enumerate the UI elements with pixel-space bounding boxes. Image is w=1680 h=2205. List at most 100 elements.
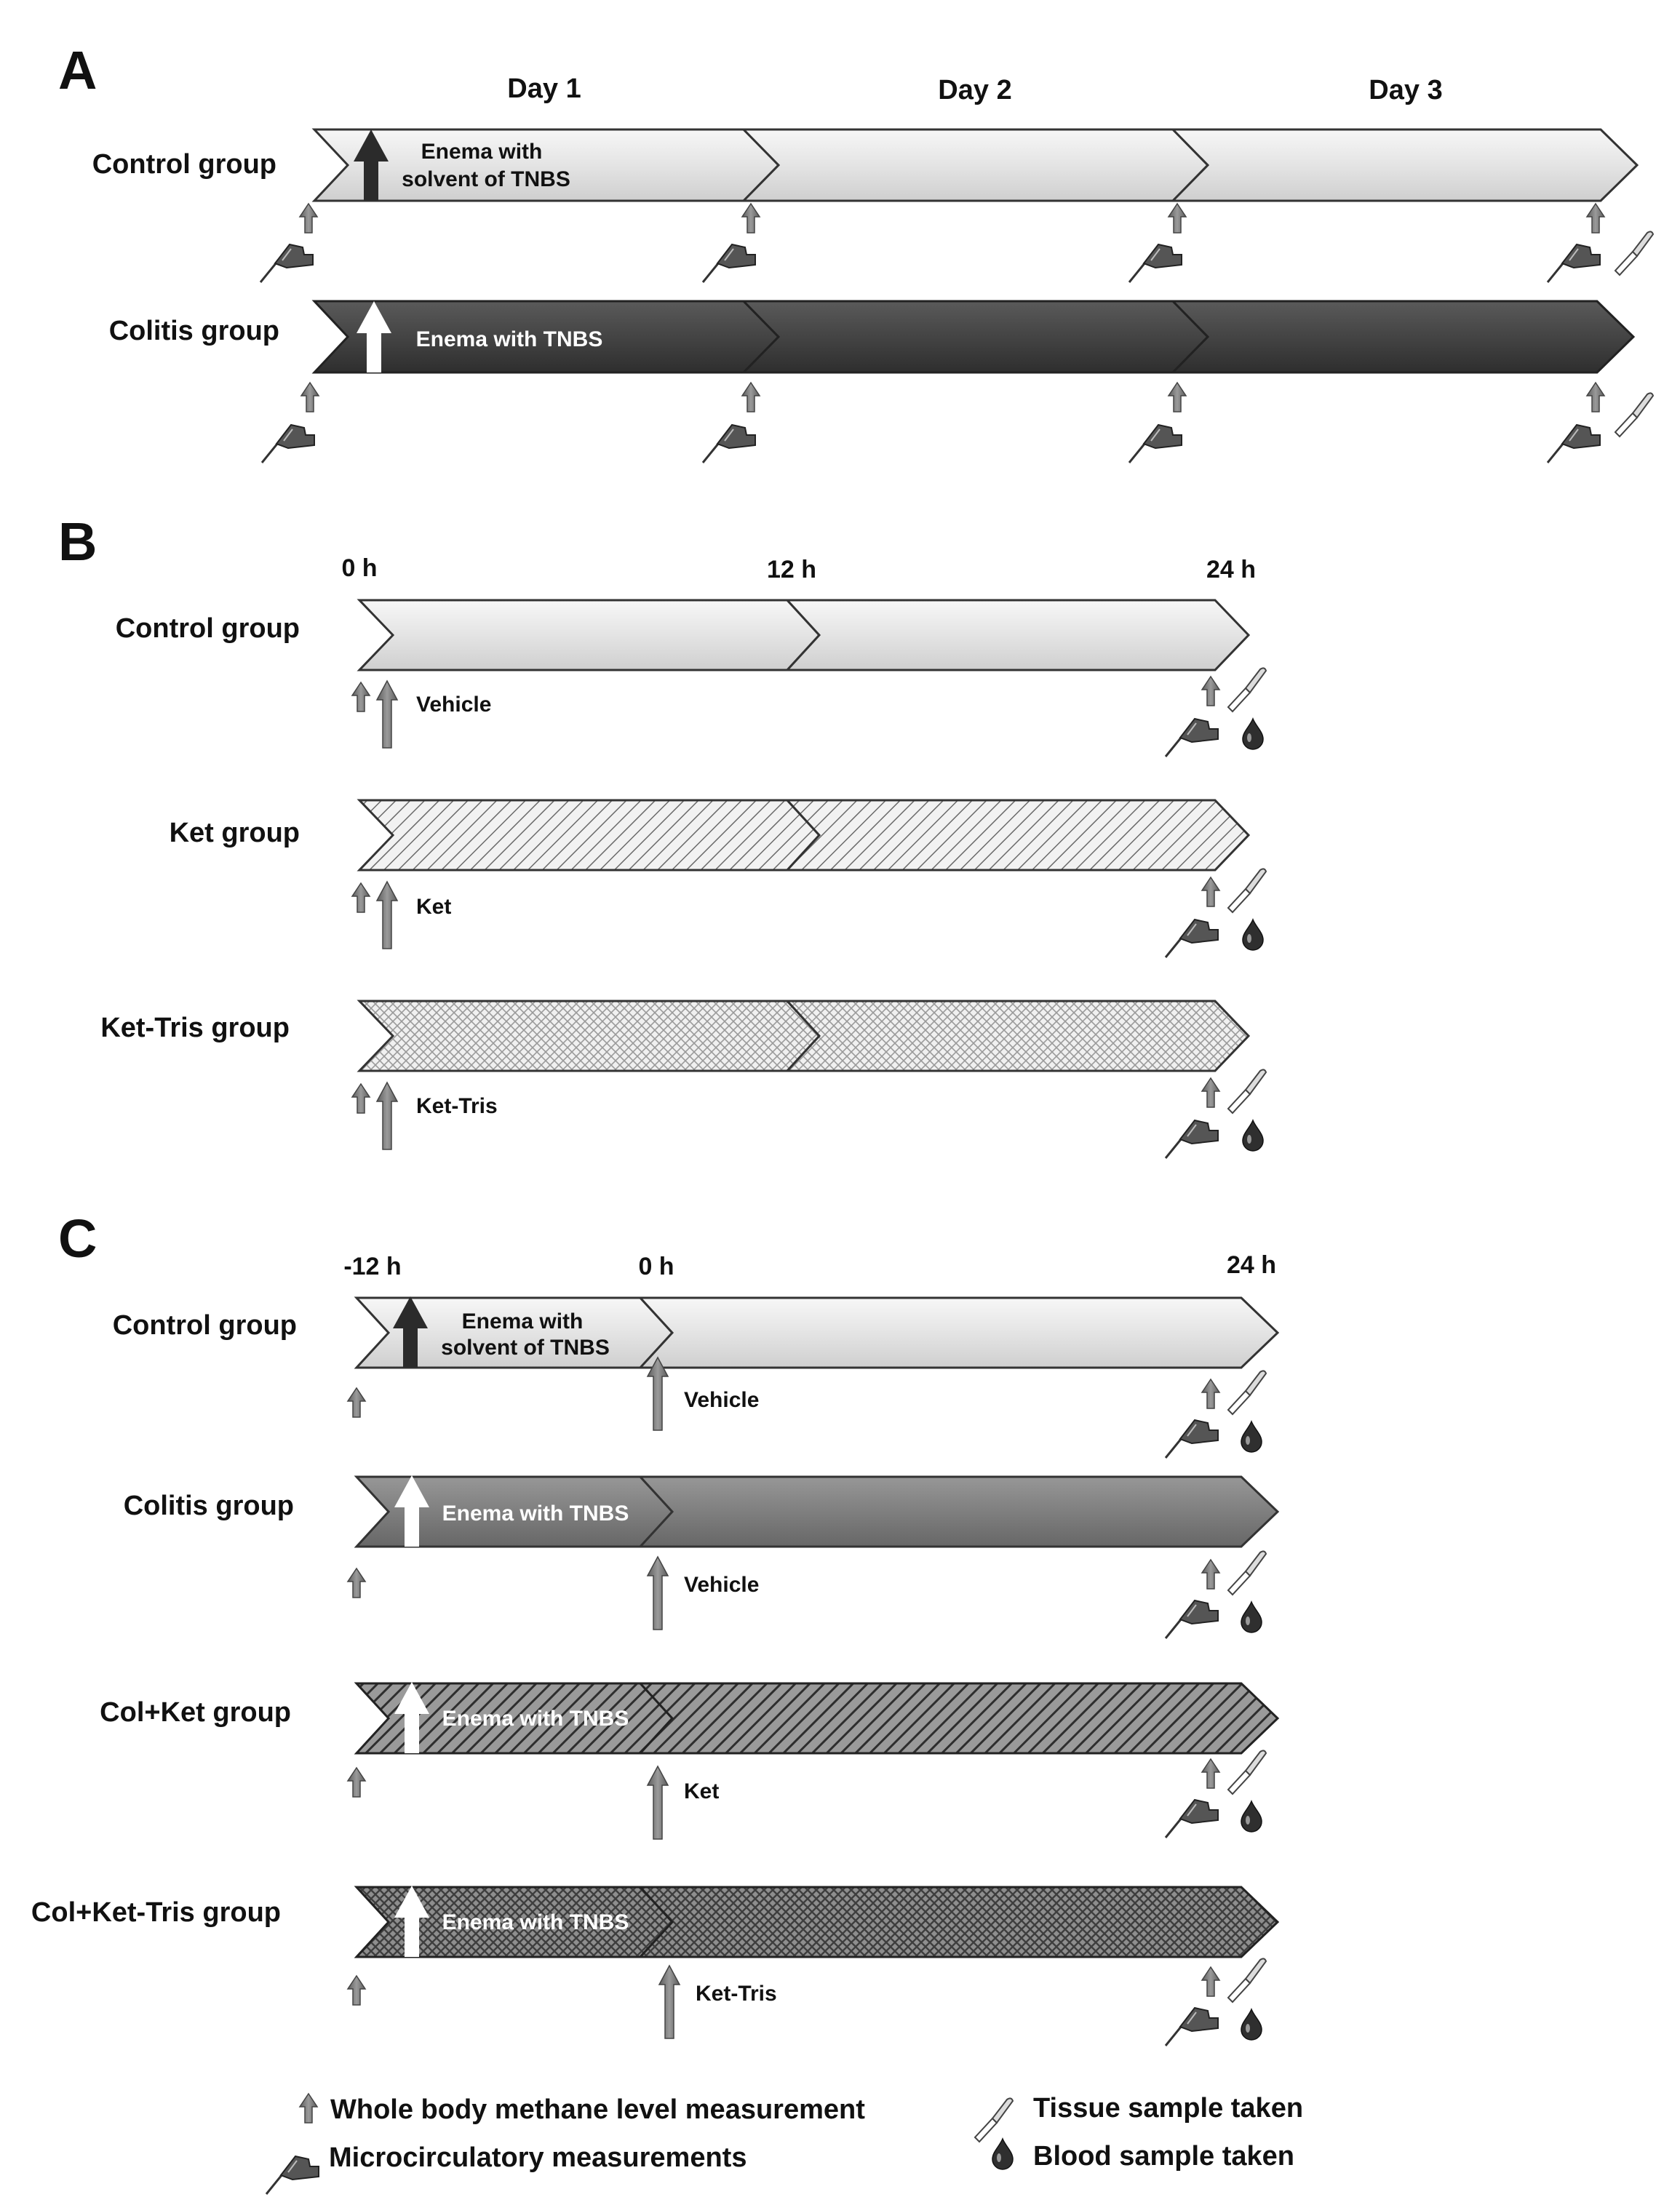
- panel-c-colitis-label: Colitis group: [124, 1491, 294, 1521]
- scalpel-icon: [1614, 231, 1655, 276]
- drop-icon: [1241, 1419, 1262, 1453]
- panel-a-control-enema-line1: Enema with: [421, 140, 543, 164]
- drop-icon: [1241, 2007, 1262, 2041]
- panel-c-colitis-treatment: Vehicle: [684, 1573, 759, 1597]
- up-arrow-icon: [351, 681, 371, 712]
- legend-methane-label: Whole body methane level measurement: [330, 2094, 865, 2125]
- panel-b-control-timeline: [357, 599, 1251, 671]
- drop-icon: [1242, 1118, 1264, 1152]
- panel-c-col-ket-label: Col+Ket group: [100, 1697, 291, 1728]
- probe-icon: [1128, 423, 1182, 463]
- drop-icon: [1242, 917, 1264, 951]
- panel-b-time-24h: 24 h: [1206, 556, 1256, 583]
- panel-a-header-day1: Day 1: [507, 73, 581, 104]
- up-arrow-icon: [375, 1081, 399, 1150]
- panel-c-colitis-enema: Enema with TNBS: [442, 1502, 629, 1526]
- scalpel-icon: [1227, 1750, 1267, 1795]
- enema-arrow-icon: [394, 1682, 429, 1753]
- probe-icon: [1546, 423, 1601, 463]
- panel-a-control-label: Control group: [92, 149, 276, 180]
- up-arrow-icon: [646, 1765, 669, 1840]
- panel-c-time-24h: 24 h: [1227, 1251, 1276, 1279]
- legend-tissue-label: Tissue sample taken: [1033, 2093, 1303, 2124]
- scalpel-icon: [1614, 392, 1655, 438]
- probe-icon: [260, 423, 315, 463]
- panel-c-col-ket-timeline: [354, 1682, 1280, 1755]
- panel-c-col-ket-tris-timeline: [354, 1886, 1280, 1958]
- panel-b-time-0h: 0 h: [341, 554, 377, 582]
- up-arrow-icon: [1201, 1758, 1221, 1789]
- panel-b-ket-tris-timeline: [357, 1000, 1251, 1072]
- panel-a-control-enema-line2: solvent of TNBS: [402, 167, 570, 191]
- panel-c-control-enema-line2: solvent of TNBS: [441, 1336, 610, 1360]
- up-arrow-icon: [1201, 1077, 1221, 1108]
- drop-icon: [1241, 1600, 1262, 1633]
- up-arrow-icon: [375, 880, 399, 949]
- up-arrow-icon: [1167, 381, 1187, 412]
- up-arrow-icon: [741, 202, 761, 234]
- probe-icon: [701, 423, 756, 463]
- scalpel-icon: [1227, 868, 1267, 914]
- panel-label-c: C: [58, 1208, 97, 1269]
- probe-icon: [701, 243, 756, 283]
- panel-c-col-ket-treatment: Ket: [684, 1779, 719, 1803]
- drop-icon: [1241, 1799, 1262, 1833]
- panel-label-b: B: [58, 511, 97, 572]
- panel-c-colitis-timeline: [354, 1475, 1280, 1548]
- up-arrow-icon: [1201, 675, 1221, 706]
- up-arrow-icon: [298, 202, 319, 234]
- up-arrow-icon: [1201, 1966, 1221, 1997]
- up-arrow-icon: [658, 1964, 681, 2039]
- panel-a-colitis-timeline: [311, 300, 1636, 374]
- panel-c-col-ket-enema: Enema with TNBS: [442, 1707, 629, 1731]
- up-arrow-icon: [300, 381, 320, 412]
- panel-b-ket-tris-label: Ket-Tris group: [100, 1013, 290, 1043]
- up-arrow-icon: [1201, 1378, 1221, 1409]
- panel-b-ket-label: Ket group: [170, 818, 300, 848]
- panel-c-col-ket-tris-label: Col+Ket-Tris group: [31, 1897, 281, 1928]
- up-arrow-icon: [298, 2092, 319, 2124]
- enema-arrow-icon: [394, 1475, 429, 1547]
- scalpel-icon: [1227, 1370, 1267, 1416]
- probe-icon: [259, 243, 314, 283]
- up-arrow-icon: [346, 1387, 367, 1418]
- panel-a-header-day3: Day 3: [1369, 75, 1442, 105]
- probe-icon: [1164, 717, 1219, 757]
- panel-c-col-ket-tris-enema: Enema with TNBS: [442, 1910, 629, 1934]
- probe-icon: [1164, 1798, 1219, 1838]
- panel-b-ket-treatment: Ket: [416, 895, 451, 919]
- enema-arrow-icon: [394, 1886, 429, 1957]
- panel-b-control-treatment: Vehicle: [416, 693, 491, 717]
- up-arrow-icon: [1201, 876, 1221, 907]
- probe-icon: [1164, 1599, 1219, 1639]
- protocol-icons: [259, 202, 1655, 2195]
- panel-a-control-timeline: [311, 128, 1639, 202]
- panel-b-control-label: Control group: [116, 613, 300, 644]
- panel-c-time-0h: 0 h: [638, 1253, 674, 1280]
- panel-a-colitis-enema: Enema with TNBS: [416, 327, 603, 351]
- up-arrow-icon: [1201, 1558, 1221, 1590]
- probe-icon: [1164, 1119, 1219, 1159]
- up-arrow-icon: [346, 1567, 367, 1598]
- up-arrow-icon: [646, 1356, 669, 1431]
- up-arrow-icon: [646, 1555, 669, 1630]
- panel-a-header-day2: Day 2: [938, 75, 1011, 105]
- panel-c-control-label: Control group: [113, 1310, 297, 1341]
- panel-a-colitis-label: Colitis group: [109, 316, 279, 346]
- panel-label-a: A: [58, 40, 97, 100]
- up-arrow-icon: [741, 381, 761, 412]
- drop-icon: [1242, 717, 1264, 750]
- scalpel-icon: [1227, 1958, 1267, 2003]
- up-arrow-icon: [1585, 202, 1606, 234]
- up-arrow-icon: [346, 1974, 367, 2006]
- enema-arrow-icon: [393, 1296, 428, 1368]
- panel-b-ket-tris-treatment: Ket-Tris: [416, 1094, 498, 1118]
- enema-arrow-icon: [354, 129, 389, 201]
- panel-b-time-12h: 12 h: [767, 556, 816, 583]
- legend-blood-label: Blood sample taken: [1033, 2141, 1294, 2172]
- probe-icon: [1164, 2006, 1219, 2046]
- up-arrow-icon: [346, 1766, 367, 1798]
- scalpel-icon: [1227, 1069, 1267, 1115]
- up-arrow-icon: [375, 679, 399, 749]
- scalpel-icon: [1227, 1550, 1267, 1596]
